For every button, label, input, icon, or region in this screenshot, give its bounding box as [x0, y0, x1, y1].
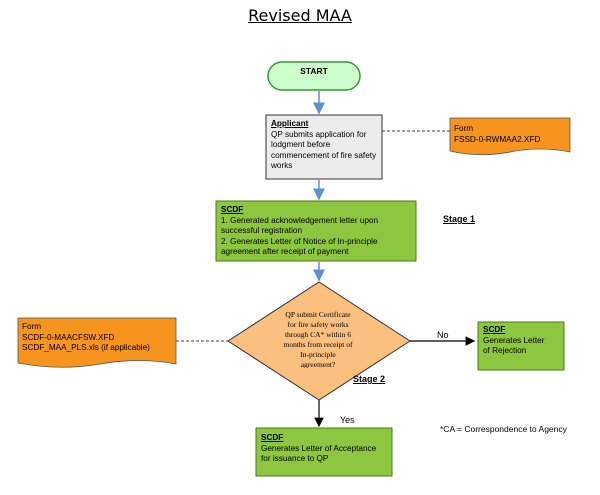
acceptance-box-shape	[255, 427, 393, 477]
decision-line: for fire safety works	[287, 320, 349, 329]
scdf1-line: successful registration	[221, 226, 302, 235]
stage2-label: Stage 2	[353, 374, 386, 384]
ca-footnote: *CA = Correspondence to Agency	[440, 424, 567, 434]
form1-line: FSSD-0-RWMAA2.XFD	[454, 134, 541, 144]
rejection-line: of Rejection	[483, 346, 527, 355]
form1-document	[449, 117, 571, 156]
scdf1-line: agreement after receipt of payment	[221, 247, 349, 256]
start-label: START	[300, 66, 328, 76]
acceptance-heading: SCDF	[261, 433, 284, 442]
rejection-box: SCDF Generates Letter of Rejection	[478, 322, 564, 370]
start-terminator	[267, 61, 361, 91]
acceptance-line: Generates Letter of Acceptance	[261, 443, 377, 453]
form1-label: Form FSSD-0-RWMAA2.XFD	[454, 124, 566, 145]
form1-line: Form	[454, 124, 474, 133]
acceptance-box: SCDF Generates Letter of Acceptance for …	[256, 430, 392, 476]
scdf1-line: 1. Generated acknowledgement letter upon	[221, 215, 379, 225]
scdf1-box: SCDF 1. Generated acknowledgement letter…	[216, 202, 416, 260]
acceptance-line: for issuance to QP	[261, 454, 329, 463]
decision-line: through CA* within 6	[284, 330, 352, 339]
form2-document	[17, 317, 177, 368]
rejection-heading: SCDF	[483, 325, 506, 334]
rejection-line: Generates Letter	[483, 335, 545, 345]
page-title: Revised MAA	[248, 6, 352, 25]
decision-line: agreement?	[300, 360, 336, 368]
form2-line: Form	[22, 322, 42, 331]
applicant-box: Applicant QP submits application for lod…	[266, 116, 382, 178]
applicant-line: works	[271, 161, 293, 170]
decision-question: QP submit Certificate for fire safety wo…	[272, 310, 364, 368]
yes-branch-label: Yes	[340, 415, 355, 425]
no-branch-label: No	[437, 330, 449, 340]
rejection-box-shape	[477, 321, 565, 371]
applicant-line: lodgment before	[271, 140, 331, 149]
form2-label: Form SCDF-0-MAACFSW.XFD SCDF_MAA_PLS.xls…	[22, 322, 180, 354]
decision-line: In-principle	[300, 350, 336, 359]
form2-line: SCDF-0-MAACFSW.XFD	[22, 332, 115, 342]
scdf1-heading: SCDF	[221, 205, 244, 214]
scdf1-box-shape	[215, 200, 417, 262]
applicant-line: commencement of fire safety	[271, 150, 377, 160]
scdf1-line: 2. Generates Letter of Notice of In-prin…	[221, 236, 378, 246]
decision-line: QP submit Certificate	[285, 310, 351, 319]
applicant-box-shape	[265, 114, 383, 180]
decision-line: months from receipt of	[283, 340, 353, 349]
applicant-line: QP submits application for	[271, 129, 367, 139]
applicant-heading: Applicant	[271, 119, 309, 128]
stage1-label: Stage 1	[443, 214, 476, 224]
form2-line: SCDF_MAA_PLS.xls (if applicable)	[22, 343, 150, 352]
